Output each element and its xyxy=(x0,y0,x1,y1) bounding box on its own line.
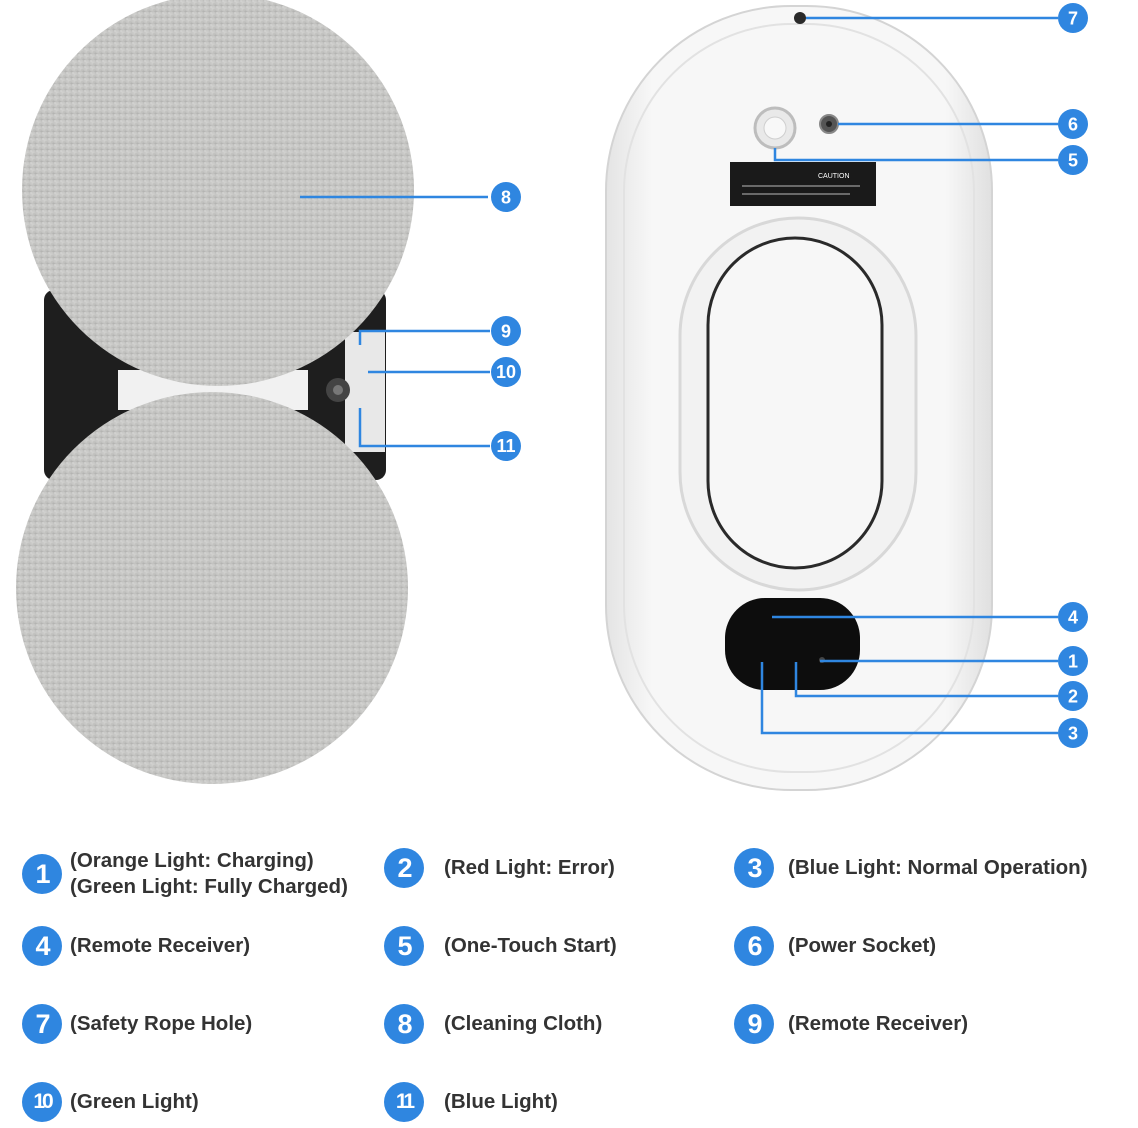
legend-label: (Green Light: Fully Charged) xyxy=(70,875,348,898)
leader-line-2 xyxy=(794,662,1058,698)
number-badge-icon: 8 xyxy=(384,1004,424,1044)
callout-badge-9: 9 xyxy=(491,316,521,346)
number-badge-icon: 5 xyxy=(384,926,424,966)
robot-top-view: CAUTION xyxy=(605,5,993,791)
callout-badge-4: 4 xyxy=(1058,602,1088,632)
svg-text:1: 1 xyxy=(1068,652,1078,672)
legend-item-3: 3 (Blue Light: Normal Operation) xyxy=(734,848,1088,888)
callout-lines xyxy=(300,16,1058,735)
callout-badge-2: 2 xyxy=(1058,681,1088,711)
legend-item-7: 7 (Safety Rope Hole) xyxy=(22,1004,252,1044)
legend-item-10: 10 (Green Light) xyxy=(22,1082,199,1122)
leader-line-5 xyxy=(773,148,1058,162)
callout-badge-5: 5 xyxy=(1058,145,1088,175)
callout-badge-3: 3 xyxy=(1058,718,1088,748)
number-badge-icon: 9 xyxy=(734,1004,774,1044)
legend-label: (Cleaning Cloth) xyxy=(444,1012,603,1035)
legend-item-11: 11 (Blue Light) xyxy=(384,1082,558,1122)
svg-text:8: 8 xyxy=(501,188,511,208)
cleaning-cloth-bottom xyxy=(16,392,408,784)
legend-item-4: 4 (Remote Receiver) xyxy=(22,926,250,966)
callout-badge-11: 11 xyxy=(491,431,521,461)
leader-line-3 xyxy=(760,662,1058,735)
svg-text:4: 4 xyxy=(1068,608,1078,628)
legend-item-2: 2 (Red Light: Error) xyxy=(384,848,615,888)
legend-label: (Red Light: Error) xyxy=(444,856,615,879)
number-badge-icon: 11 xyxy=(384,1082,424,1122)
legend-label: (Green Light) xyxy=(70,1090,199,1113)
svg-text:9: 9 xyxy=(501,322,511,342)
number-badge-icon: 3 xyxy=(734,848,774,888)
caution-sticker xyxy=(730,162,876,206)
svg-text:3: 3 xyxy=(1068,724,1078,744)
callout-badge-1: 1 xyxy=(1058,646,1088,676)
caution-label: CAUTION xyxy=(818,173,850,180)
legend-label: (Blue Light) xyxy=(444,1090,558,1113)
center-window xyxy=(706,236,884,570)
robot-bottom-view xyxy=(16,0,414,784)
svg-text:2: 2 xyxy=(1068,687,1078,707)
legend-label: (Remote Receiver) xyxy=(788,1012,969,1035)
number-badge-icon: 2 xyxy=(384,848,424,888)
svg-text:11: 11 xyxy=(496,436,515,456)
callout-badges: 7 6 5 8 9 10 11 4 1 2 3 xyxy=(491,3,1088,748)
number-badge-icon: 7 xyxy=(22,1004,62,1044)
legend-label: (Safety Rope Hole) xyxy=(70,1012,253,1035)
leader-line-11 xyxy=(358,408,490,448)
svg-text:7: 7 xyxy=(1068,9,1078,29)
number-badge-icon: 4 xyxy=(22,926,62,966)
leader-line-9 xyxy=(358,329,490,345)
svg-text:6: 6 xyxy=(1068,115,1078,135)
callout-badge-8: 8 xyxy=(491,182,521,212)
callout-badge-10: 10 xyxy=(491,357,521,387)
legend-item-5: 5 (One-Touch Start) xyxy=(384,926,617,966)
safety-rope-hole xyxy=(794,12,806,24)
legend-label: (Power Socket) xyxy=(788,934,937,957)
display-panel xyxy=(725,598,860,690)
callout-badge-7: 7 xyxy=(1058,3,1088,33)
number-badge-icon: 6 xyxy=(734,926,774,966)
callout-badge-6: 6 xyxy=(1058,109,1088,139)
legend-label: (One-Touch Start) xyxy=(444,934,617,957)
svg-text:10: 10 xyxy=(496,362,516,382)
legend-item-1: 1 (Orange Light: Charging) (Green Light:… xyxy=(22,848,348,900)
robot-frame-panel xyxy=(345,332,385,452)
legend-label: (Orange Light: Charging) xyxy=(70,849,314,872)
legend-item-8: 8 (Cleaning Cloth) xyxy=(384,1004,602,1044)
legend-item-9: 9 (Remote Receiver) xyxy=(734,1004,968,1044)
legend-label: (Blue Light: Normal Operation) xyxy=(788,856,1088,879)
number-badge-icon: 10 xyxy=(22,1082,62,1122)
legend-item-6: 6 (Power Socket) xyxy=(734,926,936,966)
legend-label: (Remote Receiver) xyxy=(70,934,251,957)
cleaning-cloth-top xyxy=(22,0,414,386)
product-diagram: CAUTION 7 6 5 8 9 10 11 4 1 2 3 xyxy=(16,0,1088,791)
svg-text:5: 5 xyxy=(1068,151,1078,171)
number-badge-icon: 1 xyxy=(22,854,62,894)
